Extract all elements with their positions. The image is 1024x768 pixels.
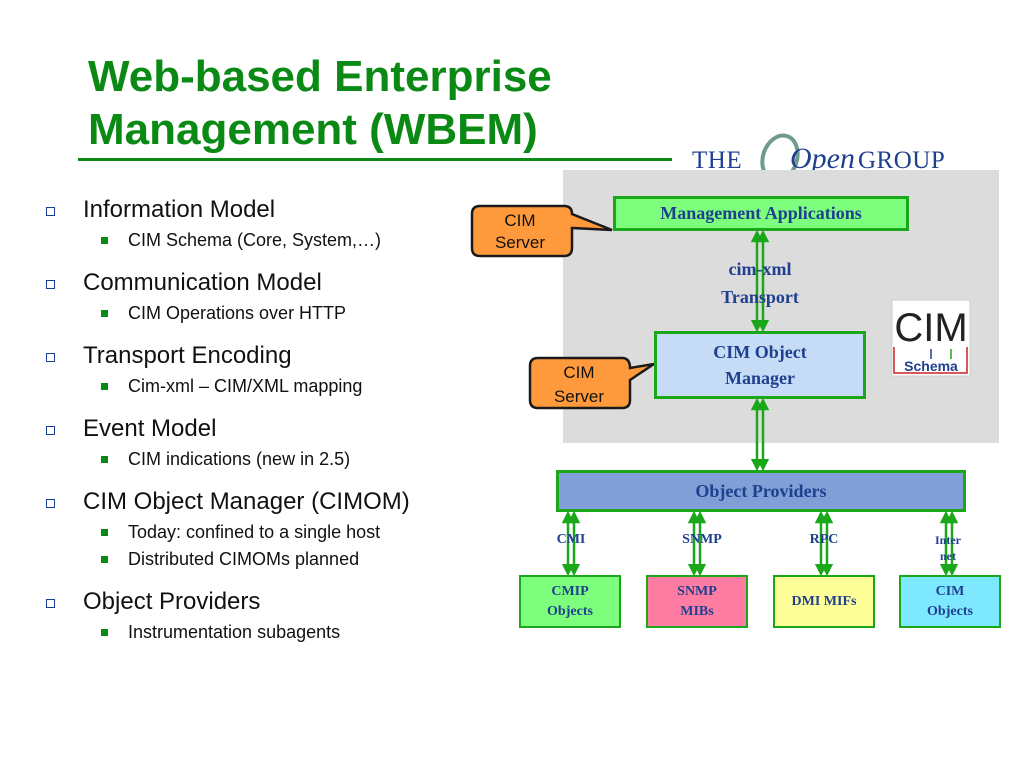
transport-line-2: Transport	[721, 287, 799, 307]
hollow-square-bullet-icon	[46, 599, 55, 608]
sub-bullet: Today: confined to a single host	[46, 521, 496, 544]
callout-top-line-2: Server	[495, 233, 545, 252]
hollow-square-bullet-icon	[46, 280, 55, 289]
bullet-label: Transport Encoding	[83, 342, 292, 369]
green-square-bullet-icon	[101, 456, 108, 463]
object-providers-label: Object Providers	[695, 480, 827, 501]
green-square-bullet-icon	[101, 237, 108, 244]
callout-top-line-1: CIM	[504, 211, 535, 230]
sub-bullet: Instrumentation subagents	[46, 621, 496, 644]
green-square-bullet-icon	[101, 383, 108, 390]
sub-bullet-label: CIM indications (new in 2.5)	[128, 449, 351, 469]
sub-bullet: Cim-xml – CIM/XML mapping	[46, 375, 496, 398]
green-square-bullet-icon	[101, 629, 108, 636]
cimom-line-2: Manager	[725, 368, 795, 388]
hollow-square-bullet-icon	[46, 499, 55, 508]
cmip-line-1: CMIP	[551, 583, 589, 599]
cmip-line-2: Objects	[547, 603, 593, 619]
protocol-label-rpc: RPC	[809, 532, 839, 547]
transport-line-1: cim-xml	[728, 259, 792, 279]
protocol-label-snmp: SNMP	[682, 532, 722, 547]
bullet-information-model: Information Model	[46, 195, 496, 225]
bullet-label: Communication Model	[83, 269, 322, 296]
bullet-label: Object Providers	[83, 588, 261, 615]
sub-bullet: CIM Operations over HTTP	[46, 302, 496, 325]
logo-the-text: THE	[692, 147, 743, 174]
cim-objects-box: CIM Objects	[899, 575, 1001, 628]
dmi-mifs-box: DMI MIFs	[773, 575, 875, 628]
management-applications-label: Management Applications	[660, 203, 862, 223]
protocol-label-internet: Inter net	[920, 532, 976, 564]
cim-logo-small-text: Schema	[904, 358, 958, 374]
management-applications-box: Management Applications	[613, 196, 909, 231]
dmi-label: DMI MIFs	[791, 593, 857, 609]
open-group-logo: THE Open GROUP	[692, 130, 962, 184]
bullet-communication-model: Communication Model	[46, 268, 496, 298]
cmip-objects-box: CMIP Objects	[519, 575, 621, 628]
bullet-object-providers: Object Providers	[46, 587, 496, 617]
bullet-list: Information Model CIM Schema (Core, Syst…	[46, 195, 496, 660]
sub-bullet-label: Distributed CIMOMs planned	[128, 549, 360, 569]
hollow-square-bullet-icon	[46, 426, 55, 435]
cimom-line-1: CIM Object	[713, 342, 807, 362]
slide-title: Web-based Enterprise Management (WBEM)	[88, 50, 688, 156]
cim-object-manager-box: CIM Object Manager	[654, 331, 866, 399]
sub-bullet-label: CIM Schema (Core, System,…)	[128, 230, 382, 250]
hollow-square-bullet-icon	[46, 353, 55, 362]
bullet-label: Event Model	[83, 415, 217, 442]
sub-bullet: Distributed CIMOMs planned	[46, 548, 496, 571]
cim-xml-transport-label: cim-xml Transport	[690, 255, 830, 311]
snmp-line-2: MIBs	[680, 603, 714, 619]
title-line-2: Management (WBEM)	[88, 105, 538, 154]
sub-bullet-label: Cim-xml – CIM/XML mapping	[128, 376, 363, 396]
cim-objects-line-2: Objects	[927, 603, 973, 619]
title-line-1: Web-based Enterprise	[88, 52, 552, 101]
sub-bullet-label: Instrumentation subagents	[128, 622, 341, 642]
sub-bullet: CIM Schema (Core, System,…)	[46, 229, 496, 252]
bullet-label: Information Model	[83, 196, 276, 223]
green-square-bullet-icon	[101, 310, 108, 317]
snmp-mibs-box: SNMP MIBs	[646, 575, 748, 628]
logo-group-text: GROUP	[858, 147, 946, 174]
snmp-line-1: SNMP	[677, 583, 717, 599]
bullet-transport-encoding: Transport Encoding	[46, 341, 496, 371]
title-underline	[78, 158, 672, 161]
sub-bullet-label: Today: confined to a single host	[128, 522, 381, 542]
cim-logo-big-text: CIM	[894, 306, 967, 350]
internet-line-2: net	[940, 549, 956, 563]
hollow-square-bullet-icon	[46, 207, 55, 216]
sub-bullet-label: CIM Operations over HTTP	[128, 303, 347, 323]
cim-objects-line-1: CIM	[935, 583, 965, 599]
cim-schema-logo: CIM Schema	[891, 299, 971, 377]
bullet-event-model: Event Model	[46, 414, 496, 444]
bullet-cim-object-manager: CIM Object Manager (CIMOM)	[46, 487, 496, 517]
object-providers-box: Object Providers	[556, 470, 966, 512]
internet-line-1: Inter	[935, 533, 961, 547]
green-square-bullet-icon	[101, 529, 108, 536]
protocol-label-cmi: CMI	[556, 532, 586, 547]
sub-bullet: CIM indications (new in 2.5)	[46, 448, 496, 471]
logo-open-text: Open	[790, 142, 855, 175]
bullet-label: CIM Object Manager (CIMOM)	[83, 488, 410, 515]
green-square-bullet-icon	[101, 556, 108, 563]
